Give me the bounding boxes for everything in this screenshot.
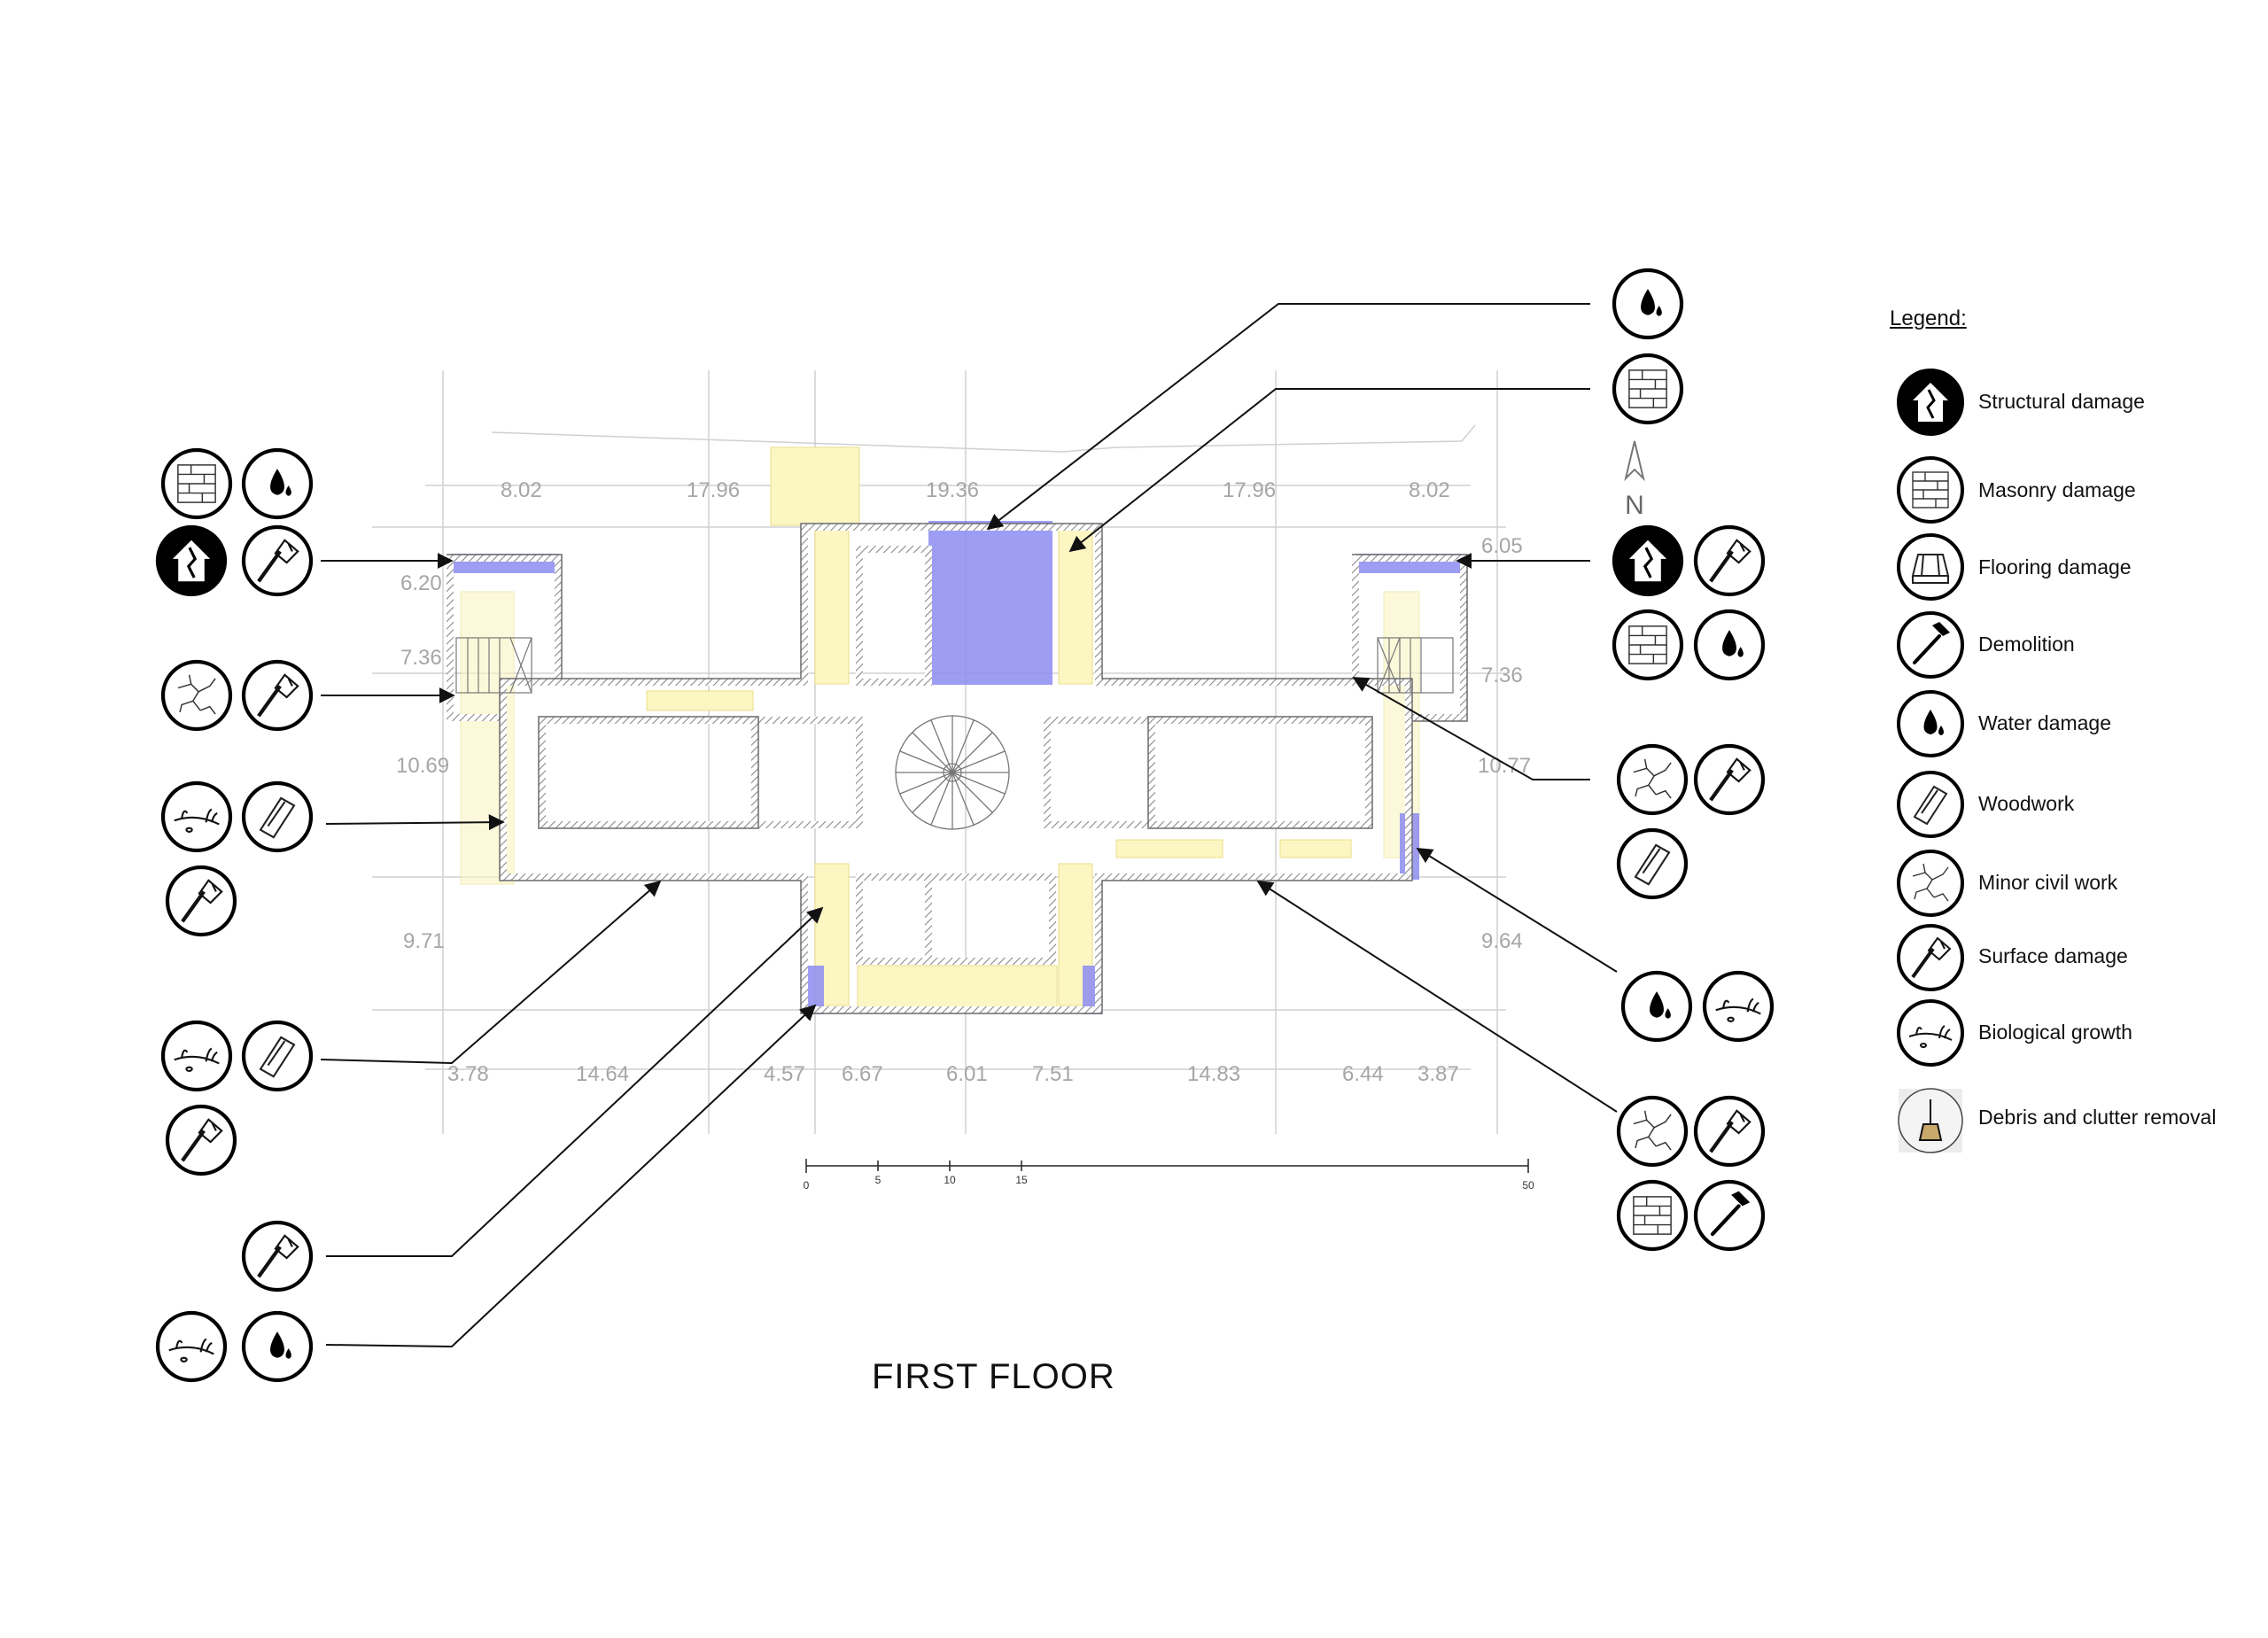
dim-bottom-5: 7.51 [1032,1062,1074,1086]
dimension-top-row: 8.02 17.96 19.36 17.96 8.02 [501,478,1450,502]
dim-top-0: 8.02 [501,478,542,502]
dim-bottom-8: 3.87 [1418,1062,1459,1086]
dim-left-3: 9.71 [403,929,445,953]
staircases [455,637,1454,694]
legend-label-debris-clutter-removal: Debris and clutter removal [1978,1106,2217,1129]
scale-50: 50 [1522,1179,1534,1192]
legend-label-demolition: Demolition [1978,633,2075,656]
drawing-title: FIRST FLOOR [872,1357,1115,1396]
dim-bottom-0: 3.78 [447,1062,489,1086]
leader-lines [320,303,1618,1348]
dim-top-1: 17.96 [687,478,740,502]
dim-left-2: 10.69 [396,754,449,778]
dim-bottom-2: 4.57 [764,1062,805,1086]
dim-left-1: 7.36 [400,646,442,670]
dimension-bottom-row: 3.78 14.64 4.57 6.67 6.01 7.51 14.83 6.4… [447,1062,1459,1086]
legend-label-biological-growth: Biological growth [1978,1021,2132,1044]
dim-right-0: 6.05 [1481,534,1523,558]
scale-5: 5 [875,1174,882,1186]
scale-bar-labels: 0 5 10 15 50 [804,1174,1534,1192]
dim-top-4: 8.02 [1409,478,1450,502]
building-walls [447,524,1467,1013]
legend-label-water-damage: Water damage [1978,711,2111,734]
scale-0: 0 [804,1179,810,1192]
legend-label-minor-civil-work: Minor civil work [1978,871,2118,894]
legend-title: Legend: [1890,307,1967,330]
legend-label-masonry-damage: Masonry damage [1978,478,2136,501]
scale-10: 10 [944,1174,956,1186]
scale-bar [805,1159,1529,1173]
north-label: N [1625,491,1644,520]
dimension-right-column: 6.05 7.36 10.77 9.64 [1478,534,1531,953]
legend-label-woodwork: Woodwork [1978,792,2075,815]
dim-top-3: 17.96 [1223,478,1276,502]
dim-bottom-7: 6.44 [1342,1062,1384,1086]
dimension-left-column: 6.20 7.36 10.69 9.71 [396,571,449,953]
legend-label-structural-damage: Structural damage [1978,390,2145,413]
dim-bottom-6: 14.83 [1187,1062,1240,1086]
wall-outlines [447,523,1468,1014]
central-spiral-stair [895,715,1010,830]
dim-right-1: 7.36 [1481,664,1523,687]
north-arrow-icon [1624,440,1645,482]
dim-bottom-3: 6.67 [842,1062,883,1086]
scale-15: 15 [1015,1174,1028,1186]
dim-left-0: 6.20 [400,571,442,595]
dim-top-2: 19.36 [926,478,979,502]
legend-label-surface-damage: Surface damage [1978,944,2128,967]
legend-label-flooring-damage: Flooring damage [1978,555,2132,578]
dim-bottom-1: 14.64 [576,1062,629,1086]
dim-right-3: 9.64 [1481,929,1523,953]
dim-bottom-4: 6.01 [946,1062,988,1086]
